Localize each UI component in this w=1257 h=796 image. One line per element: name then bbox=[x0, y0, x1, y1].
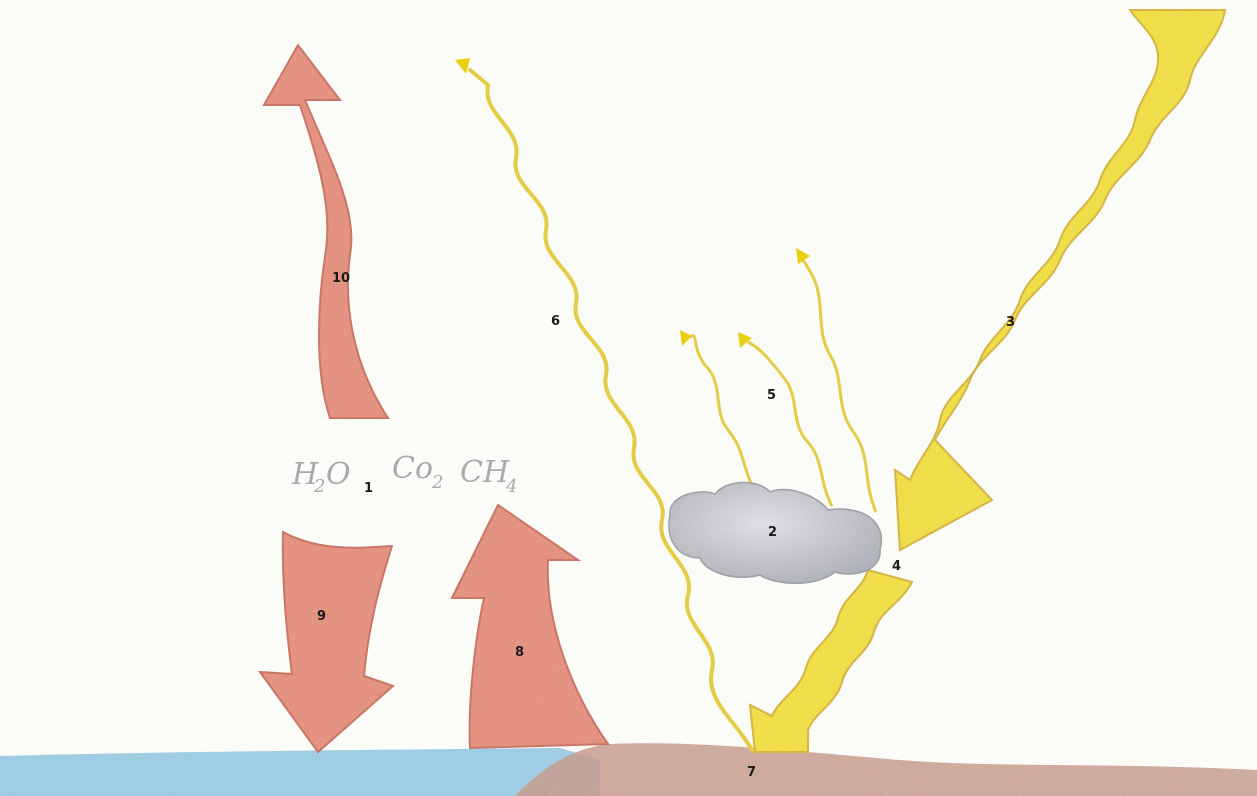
label-9: 9 bbox=[317, 609, 326, 624]
svg-text:CH: CH bbox=[460, 455, 510, 490]
gas-co2: Co 2 bbox=[392, 451, 443, 493]
label-6: 6 bbox=[551, 314, 560, 329]
arrowhead-6 bbox=[455, 58, 470, 74]
label-3: 3 bbox=[1006, 315, 1015, 330]
label-1: 1 bbox=[364, 481, 373, 496]
label-10: 10 bbox=[332, 271, 350, 286]
cloud-reflected-ray-c bbox=[800, 258, 876, 512]
cloud-reflected-ray-a bbox=[688, 336, 756, 492]
ground-surface bbox=[515, 743, 1257, 796]
label-7: 7 bbox=[747, 765, 756, 780]
svg-text:O: O bbox=[326, 457, 351, 492]
label-5: 5 bbox=[767, 388, 776, 403]
cloud-reflected-ray-b bbox=[748, 342, 832, 506]
gas-ch4: CH 4 bbox=[460, 455, 517, 497]
infrared-arrow-8 bbox=[452, 505, 608, 748]
gas-h2o: H 2 O bbox=[291, 457, 351, 497]
sunlight-arrow-3 bbox=[895, 10, 1225, 550]
label-2: 2 bbox=[768, 525, 777, 540]
sunlight-arrow-transmitted bbox=[750, 570, 912, 752]
svg-text:2: 2 bbox=[313, 476, 325, 497]
svg-text:2: 2 bbox=[431, 472, 443, 493]
infrared-arrow-10 bbox=[264, 45, 388, 418]
label-4: 4 bbox=[892, 559, 901, 574]
svg-text:Co: Co bbox=[392, 451, 433, 486]
infrared-arrow-9 bbox=[260, 532, 393, 752]
arrowhead-5b bbox=[738, 332, 752, 348]
water-surface bbox=[0, 748, 600, 796]
svg-text:4: 4 bbox=[505, 476, 517, 497]
label-8: 8 bbox=[515, 645, 524, 660]
